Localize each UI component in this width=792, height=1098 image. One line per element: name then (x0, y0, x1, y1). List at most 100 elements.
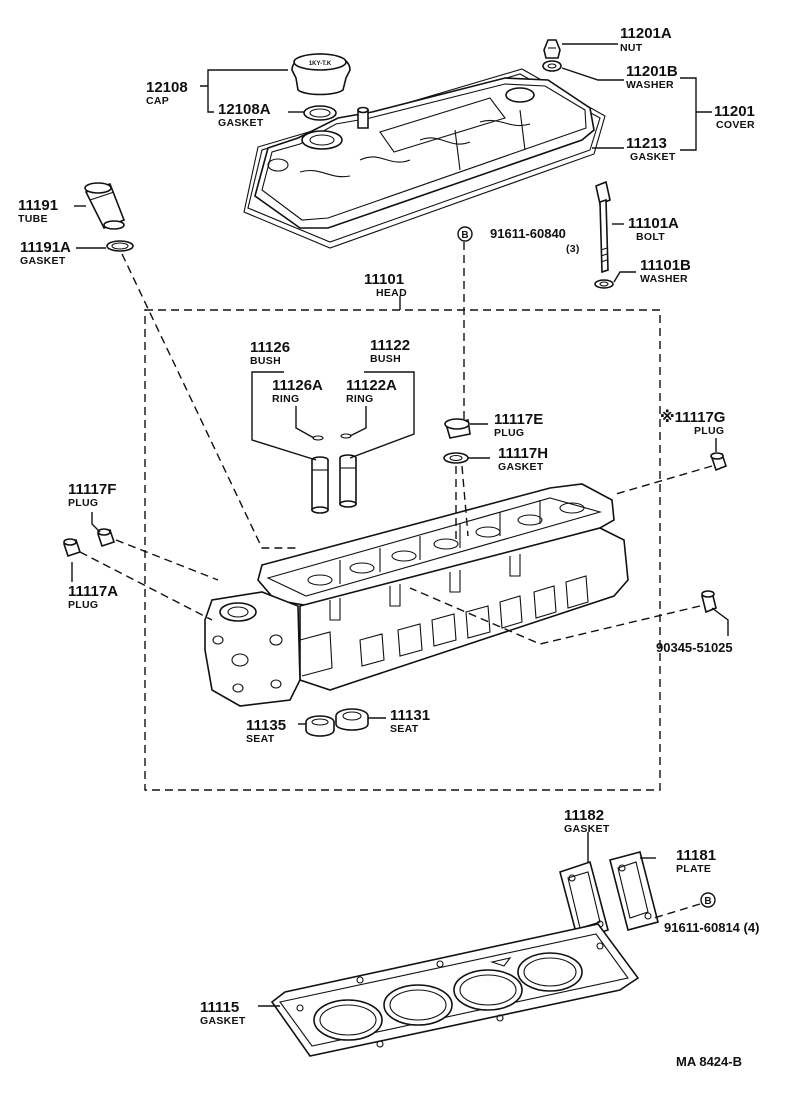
label-bolt-91611-60814: B 91611-60814 (4) (664, 892, 759, 935)
head-gasket (270, 923, 640, 1057)
label-11101A: 11101A BOLT (628, 215, 679, 243)
svg-text:PLUG: PLUG (694, 425, 724, 437)
label-11115: 11115 GASKET (200, 999, 246, 1027)
svg-text:90345-51025: 90345-51025 (656, 640, 733, 655)
svg-text:11191: 11191 (18, 197, 58, 214)
svg-text:11126A: 11126A (272, 377, 323, 394)
svg-text:11117E: 11117E (494, 411, 543, 428)
label-11126: 11126 BUSH (250, 339, 290, 367)
svg-text:BUSH: BUSH (370, 353, 401, 365)
svg-text:11117H: 11117H (498, 445, 548, 462)
head-assembly-boundary (144, 309, 661, 791)
cover-plate (609, 851, 659, 931)
svg-text:NUT: NUT (620, 42, 643, 54)
valve-cover-gasket (243, 68, 606, 249)
svg-text:PLUG: PLUG (68, 497, 98, 509)
head-bolt-washer (594, 279, 614, 289)
svg-text:11131: 11131 (390, 707, 430, 724)
valve-guide-exhaust (339, 454, 357, 508)
stud-90345 (701, 590, 717, 614)
cover-nut (543, 39, 561, 59)
svg-text:11122: 11122 (370, 337, 410, 354)
svg-text:GASKET: GASKET (20, 255, 66, 267)
svg-text:11126: 11126 (250, 339, 290, 356)
svg-text:11135: 11135 (246, 717, 286, 734)
label-bolt-91611-60840: B 91611-60840 (3) (457, 226, 580, 255)
svg-text:CAP: CAP (146, 95, 169, 107)
label-11117G: ※11117G PLUG (660, 408, 725, 437)
leader-lines (71, 43, 729, 1007)
label-11135: 11135 SEAT (246, 717, 286, 745)
svg-text:11115: 11115 (200, 999, 239, 1016)
assembly-dashed-lines (79, 242, 713, 919)
label-11122A: 11122A RING (346, 377, 397, 405)
svg-text:12108A: 12108A (218, 101, 271, 118)
plug-g (710, 452, 727, 472)
svg-text:BUSH: BUSH (250, 355, 281, 367)
tube-gasket (106, 240, 134, 252)
svg-text:SEAT: SEAT (390, 723, 419, 735)
label-11117E: 11117E PLUG (494, 411, 543, 439)
label-11201B: 11201B WASHER (626, 63, 678, 91)
svg-text:PLUG: PLUG (68, 599, 98, 611)
label-11126A: 11126A RING (272, 377, 323, 405)
tube (84, 182, 126, 230)
gasket-h (443, 452, 469, 464)
svg-text:TUBE: TUBE (18, 213, 48, 225)
svg-text:91611-60840: 91611-60840 (490, 226, 566, 241)
label-11117A: 11117A PLUG (68, 583, 118, 611)
svg-text:11101A: 11101A (628, 215, 679, 232)
svg-text:B: B (704, 896, 711, 907)
label-11182: 11182 GASKET (564, 807, 610, 835)
svg-text:HEAD: HEAD (376, 287, 407, 299)
svg-text:GASKET: GASKET (564, 823, 610, 835)
head-bolt (595, 180, 611, 274)
svg-text:11191A: 11191A (20, 239, 71, 256)
svg-text:WASHER: WASHER (640, 273, 688, 285)
cap-marking: 1KY-T.K (309, 61, 332, 67)
label-11101B: 11101B WASHER (640, 257, 691, 285)
label-12108A: 12108A GASKET (218, 101, 271, 129)
svg-text:12108: 12108 (146, 79, 188, 96)
svg-text:11101: 11101 (364, 271, 404, 288)
svg-text:11213: 11213 (626, 135, 667, 152)
svg-text:11181: 11181 (676, 847, 716, 864)
label-11191A: 11191A GASKET (20, 239, 71, 267)
label-11201: 11201 COVER (714, 103, 755, 131)
svg-text:11201: 11201 (714, 103, 755, 120)
valve-guide-intake (311, 456, 329, 514)
svg-text:PLUG: PLUG (494, 427, 524, 439)
svg-text:11101B: 11101B (640, 257, 691, 274)
label-90345-51025: 90345-51025 (656, 640, 733, 655)
plug-f (96, 528, 116, 548)
label-11201A: 11201A NUT (620, 25, 672, 54)
svg-text:BOLT: BOLT (636, 231, 665, 243)
cover-washer (542, 60, 562, 72)
label-11117H: 11117H GASKET (498, 445, 548, 473)
svg-text:11201B: 11201B (626, 63, 678, 80)
label-11181: 11181 PLATE (676, 847, 716, 875)
svg-text:11122A: 11122A (346, 377, 397, 394)
svg-text:11182: 11182 (564, 807, 604, 824)
svg-text:(3): (3) (566, 243, 580, 255)
svg-text:WASHER: WASHER (626, 79, 674, 91)
svg-text:COVER: COVER (716, 119, 755, 131)
svg-text:GASKET: GASKET (630, 151, 676, 163)
label-11191: 11191 TUBE (18, 197, 58, 225)
snap-rings (312, 433, 352, 441)
label-11131: 11131 SEAT (390, 707, 430, 735)
svg-text:11201A: 11201A (620, 25, 672, 42)
valve-cover (254, 77, 595, 229)
label-11213: 11213 GASKET (626, 135, 676, 163)
svg-text:※11117G: ※11117G (660, 408, 725, 426)
svg-text:PLATE: PLATE (676, 863, 711, 875)
label-11101: 11101 HEAD (364, 271, 407, 299)
label-12108: 12108 CAP (146, 79, 188, 107)
drawing-code: MA 8424-B (676, 1054, 742, 1069)
plug-a (62, 538, 82, 558)
svg-text:RING: RING (346, 393, 373, 405)
svg-text:B: B (461, 230, 468, 241)
label-11117F: 11117F PLUG (68, 481, 116, 509)
oil-filler-cap: 1KY-T.K (291, 53, 351, 96)
